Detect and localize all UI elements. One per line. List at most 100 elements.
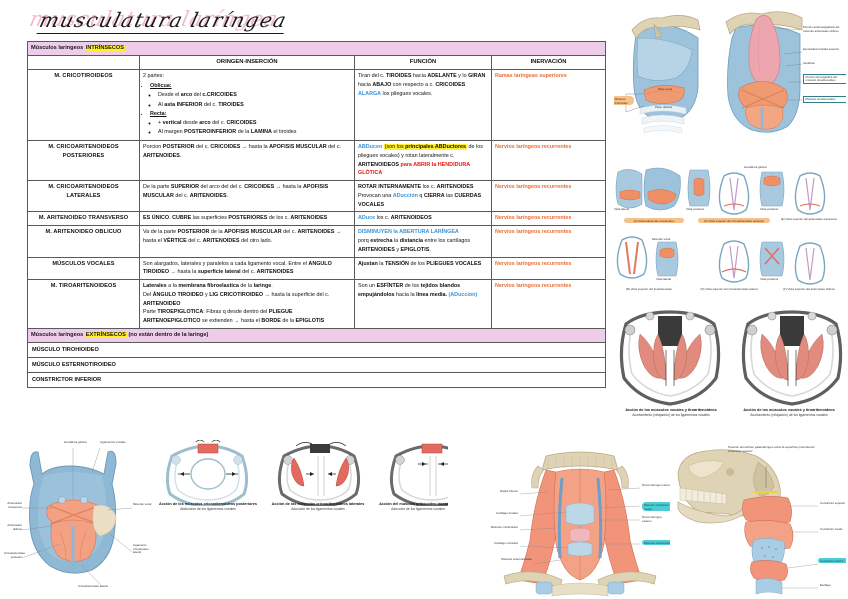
table-row-extrinsic: CONSTRICTOR INFERIOR	[26, 372, 607, 389]
caption-subtitle: Aducción de los ligamentos vocales	[291, 507, 345, 512]
innervation-cell: Nervios laríngeos recurrentes	[490, 180, 607, 213]
figure-action-panels: Acción de los músculos cricoaritenoideos…	[156, 440, 448, 520]
innervation-cell: Ramas laríngeas superiores	[490, 69, 607, 142]
figure-panel-grid: Hendidura glótica Músculo vocal Vista la…	[612, 156, 848, 298]
label-musculo-cricotiroideo: Músculo cricotiroideo	[490, 525, 518, 529]
view-label-posterior-e: Vista posterior	[760, 207, 779, 211]
origin-cell: De la parte SUPERIOR del arco del del c.…	[139, 180, 355, 213]
caption-action-panel-2: Acción de los músculos cricoaritenoideos…	[268, 502, 368, 512]
caption-panel-E: (E) Vista superior del aritenoideo trans…	[780, 217, 838, 221]
label-hendidura-glotica: Hendidura glótica	[744, 165, 767, 169]
band-prefix: Músculos laríngeos	[31, 331, 85, 338]
label-hendidura-glotica: Hendidura glótica	[64, 440, 87, 444]
origin-cell: ES ÚNICO. CUBRE las superficies POSTERIO…	[139, 211, 355, 227]
band-suffix: (no están dentro de la laringe)	[126, 331, 209, 338]
figure-larynx-posterior-labelled: Aritenoideo transverso Aritenoideo oblic…	[4, 440, 154, 596]
panel-B-tiroaritenoideo	[616, 236, 679, 279]
label-vestibulo: Vestíbulo	[803, 61, 815, 65]
muscle-name: M. ARITENOIDEO OBLICUO	[27, 225, 140, 258]
table-row: M. CRICOARITENOIDEOS POSTERIORES Porcion…	[27, 140, 607, 182]
vocal-action-svg	[619, 310, 843, 406]
origin-group-head: Recta:	[150, 110, 167, 117]
caption-title: Acción de los músculos cricoaritenoideos…	[159, 502, 257, 506]
origin-cell: Laterales a la membrana fibroelastica de…	[139, 279, 355, 329]
label-constrictor-medio: Constrictor medio	[820, 527, 843, 531]
innervation-cell: Nervios laríngeos recurrentes	[490, 225, 607, 258]
origin-item: Desde el arco del c.CRICOIDES	[158, 91, 351, 100]
caption-subtitle: Acortamiento (relajación) de los ligamen…	[750, 413, 828, 418]
muscle-name: M. CRICOTIROIDEOS	[27, 69, 140, 142]
tag-constrictor-inferior: Constrictor inferior	[818, 558, 846, 563]
label-parte-recta: Parte recta	[657, 87, 672, 91]
panel-C-cricoaritenoideo-posterior	[687, 169, 750, 215]
label-musculo-esternotiroideo: Músculo esternotiroideo	[501, 557, 532, 561]
page-title-ink: musculatura laríngea	[36, 8, 290, 34]
label-cricoaritenoideo-posterior: Cricoaritenoideo posterior	[4, 551, 26, 559]
larynx-posterior-view	[725, 11, 803, 133]
origin-item: Al asta INFERIOR del c. TIROIDES	[158, 101, 351, 110]
caption-panel-D: (D) Vista superior del cricoaritenoideo …	[700, 287, 758, 291]
figure-vocal-action-pair: Acción de los músculos vocales y tiroari…	[614, 300, 846, 425]
band-extrinsic-cell: Músculos laríngeos EXTRÍNSECOS (no están…	[26, 327, 607, 344]
panel-E-aritenoideo-transverso	[759, 171, 826, 215]
origin-group: Recta: + vertical desde arco del c. CRIC…	[150, 110, 351, 137]
muscle-name: M. ARITENOIDEO TRANSVERSO	[27, 211, 140, 227]
col-innervation: INERVACIÓN	[490, 55, 607, 71]
tag-musculo-constrictor-medio: Músculo constrictor medio	[642, 502, 670, 511]
panel-F-aritenoideo-oblicuo	[759, 241, 826, 285]
label-esofago: Esófago	[820, 583, 831, 587]
function-cell: Ajustan la TENSIÓN de los PLIEGUES VOCAL…	[354, 256, 492, 281]
caption-action-panel-3: Acción del músculo aritenoideo transvers…	[378, 502, 448, 512]
origin-cell: Va de la parte POSTERIOR de la APOFISIS …	[139, 225, 355, 258]
origin-item: Al margen POSTEROINFERIOR de la LAMINA e…	[158, 128, 351, 137]
muscle-name: M. CRICOARITENOIDEOS LATERALES	[27, 180, 140, 213]
label-musculo-vocal: Músculo vocal	[133, 502, 152, 506]
caption-title: Acción de los músculos vocales y tiroari…	[743, 408, 835, 412]
tag-musculo-cricotiroideo: Músculo cricotiroideo	[642, 540, 670, 545]
band-highlight: INTRÍNSECOS	[84, 45, 126, 51]
origin-cell: Porcion POSTERIOR del c. CRICOIDES → has…	[139, 140, 355, 182]
innervation-cell: Nervios laríngeos recurrentes	[490, 140, 607, 182]
view-label-lateral-a: Vista lateral	[614, 207, 630, 211]
extrinsic-muscle: CONSTRICTOR INFERIOR	[26, 372, 607, 389]
origin-intro: 2 partes:	[143, 73, 164, 80]
label-porcion-aritenoepiglotica: Porción aritenoepiglótica del músculo ar…	[803, 25, 840, 33]
laryngeal-muscles-table: Músculos laríngeos INTRÍNSECOS ORINGEN-I…	[26, 40, 607, 389]
origin-cell: 2 partes: Oblicua: Desde el arco del c.C…	[139, 69, 355, 142]
tag-musculo-cricotiroideo: Músculo cricotiroideo	[614, 96, 634, 105]
label-parte-oblicua: Parte oblicua	[655, 105, 672, 109]
pharynx-lateral-svg	[677, 449, 819, 595]
label-aritenoideo-oblicuo: Aritenoideo oblicuo	[7, 523, 22, 531]
caption-subtitle: Acortamiento (relajación) de los ligamen…	[632, 413, 710, 418]
larynx-pair-svg	[625, 11, 803, 134]
caption-title: Acción de los músculos vocales y tiroari…	[625, 408, 717, 412]
band-prefix: Músculos laríngeos	[31, 45, 85, 51]
label-cartilago-cricoides: Cartílago cricoides	[494, 541, 518, 545]
muscle-name: MÚSCULOS VOCALES	[27, 256, 140, 281]
action-panel-aritenoideo-transverso	[389, 443, 448, 508]
panel-D-cricoaritenoideo-lateral	[718, 240, 750, 283]
innervation-cell: Nervios laríngeos recurrentes	[490, 211, 607, 227]
extrinsic-muscle: MÚSCULO TIROHIOIDEO	[26, 342, 607, 359]
table-row: M. ARITENOIDEO OBLICUO Va de la parte PO…	[27, 225, 607, 258]
figure-pharynx-posterior: Raphe fibroso Cartílago tiroides Músculo…	[490, 448, 670, 598]
band-highlight: EXTRÍNSECOS	[84, 331, 127, 338]
caption-vocal-action-right: Acción de los músculos vocales y tiroari…	[732, 408, 846, 418]
label-aritenoideo-transverso: Aritenoideo transverso	[7, 501, 22, 509]
caption-subtitle: Aducción de los ligamentos vocales	[391, 507, 445, 512]
col-origin: ORINGEN-INSERCIÓN	[139, 55, 355, 71]
vocal-action-left	[619, 310, 721, 406]
origin-group-head: Oblicua:	[150, 83, 172, 90]
panel-grid-svg	[615, 167, 826, 285]
table-row: M. CRICOTIROIDEOS 2 partes: Oblicua: Des…	[27, 69, 607, 142]
panel-A-cricotiroideo	[615, 167, 681, 211]
caption-vocal-action-left: Acción de los músculos vocales y tiroari…	[614, 408, 728, 418]
figure-pharynx-lateral: Posición del esfínter palatofaríngeo sob…	[670, 444, 846, 598]
innervation-cell: Nervios laríngeos recurrentes	[490, 256, 607, 281]
caption-panel-F: (F) Vista superior del aritenoideo oblic…	[783, 287, 835, 291]
larynx-lateral-view	[625, 15, 701, 134]
vocal-action-right	[741, 310, 843, 406]
